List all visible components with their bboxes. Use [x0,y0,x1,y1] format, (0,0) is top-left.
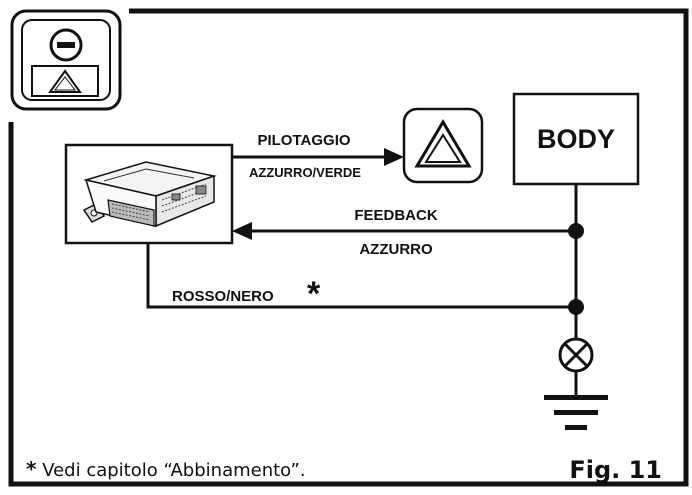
azzurro-label: AZZURRO [359,241,433,258]
lamp-icon [558,337,594,373]
body-label: BODY [537,124,615,154]
footnote: * Vedi capitolo “Abbinamento”. [26,457,306,481]
pilotaggio-arrowhead [384,148,404,166]
control-unit-module-icon [82,161,217,228]
ground-icon [544,395,608,430]
feedback-arrowhead [232,222,252,240]
rosso-nero-label: ROSSO/NERO [172,288,274,305]
azzurro-verde-label: AZZURRO/VERDE [249,165,361,180]
pilotaggio-label: PILOTAGGIO [257,132,350,149]
rosso-nero-asterisk: * [307,275,321,313]
feedback-label: FEEDBACK [354,207,438,224]
footnote-text: Vedi capitolo “Abbinamento”. [36,460,305,481]
hazard-switch-icon [10,9,122,111]
frame-border [8,8,689,487]
body-module-box [512,92,640,186]
footnote-star: * [26,457,37,481]
junction-dot-feedback [568,223,584,239]
hazard-warning-icon [402,107,484,184]
figure-label: Fig. 11 [569,456,662,484]
rosso-nero-wire [146,243,576,309]
